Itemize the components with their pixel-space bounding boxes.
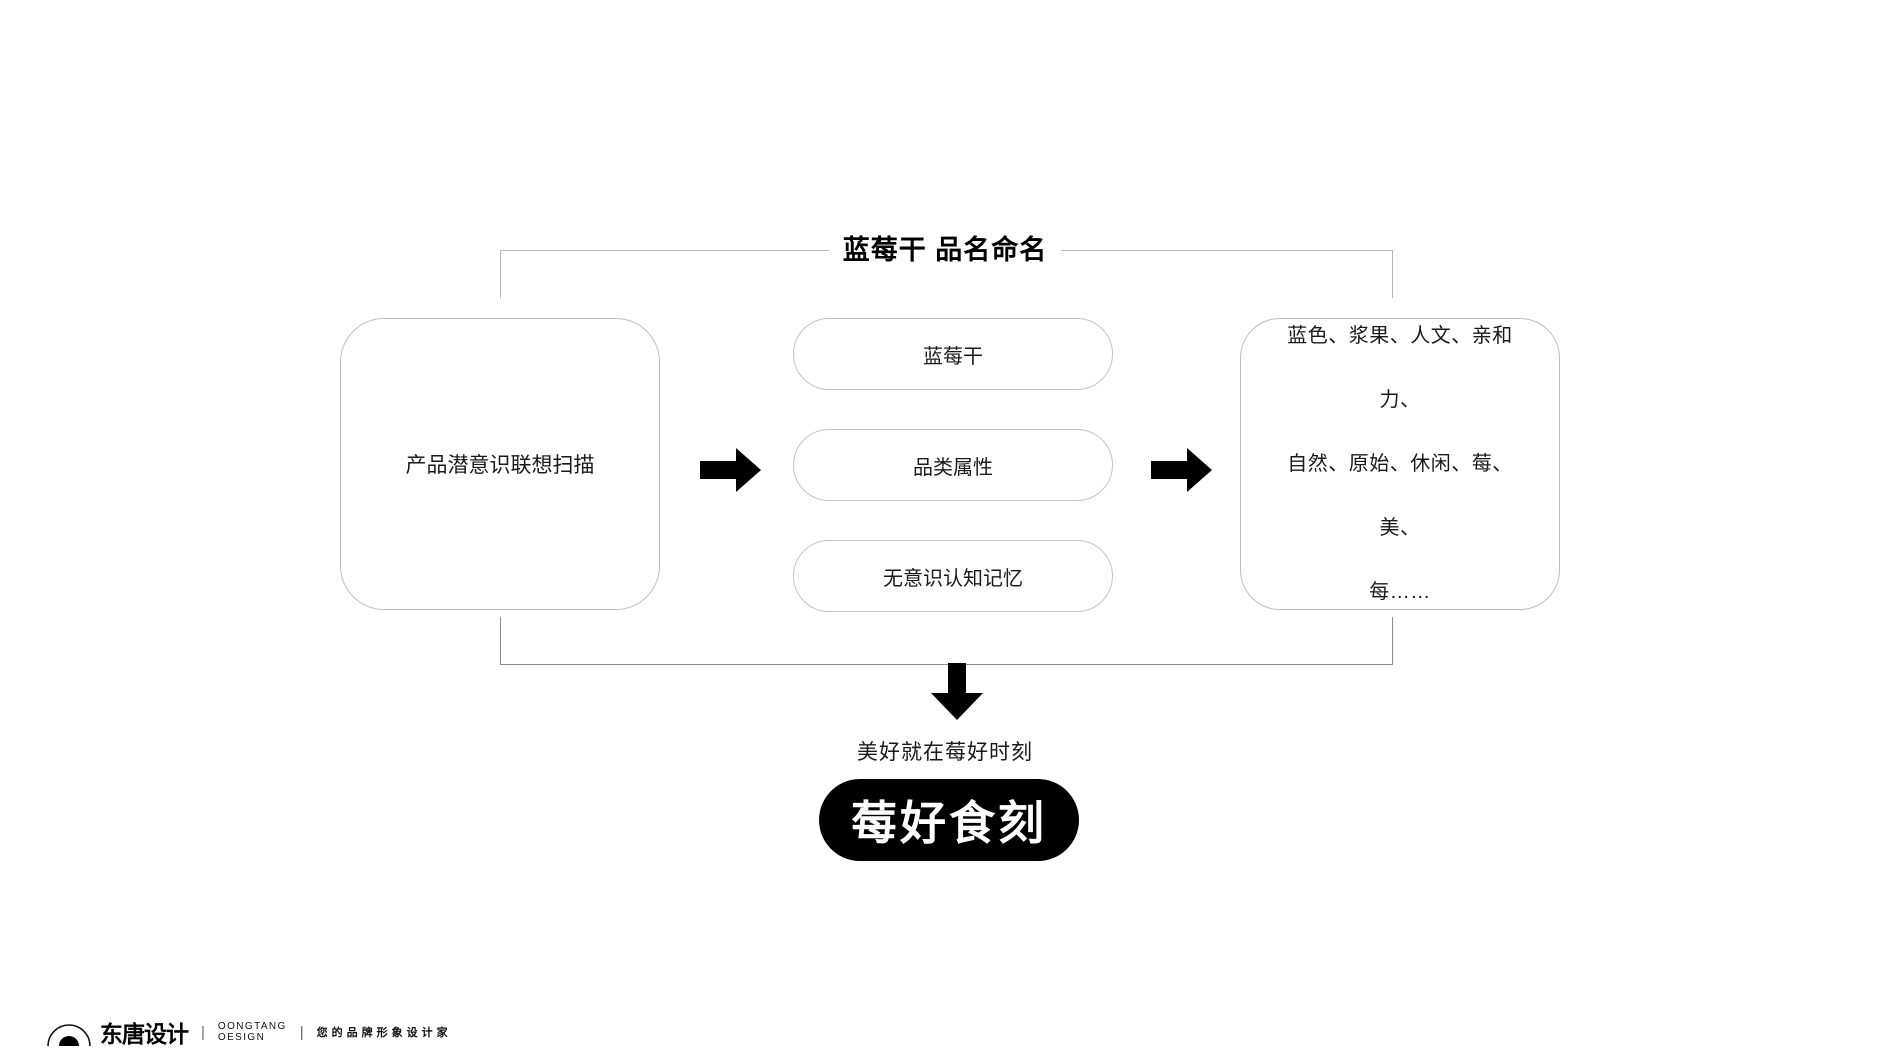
arrow-down-icon — [929, 663, 985, 721]
footer-company-en: OONGTANG OESIGN — [218, 1021, 287, 1043]
stage-2-pill-2-label: 无意识认知记忆 — [883, 567, 1023, 590]
stage-2-pill-2[interactable]: 无意识认知记忆 — [793, 540, 1113, 612]
page-title-text: 蓝莓干 品名命名 — [828, 228, 1062, 267]
dongtang-logo-icon — [46, 1012, 92, 1052]
footer-company-en-line-1: OONGTANG — [217, 1021, 287, 1032]
stage-3-line-1: 自然、原始、休闲、莓、美、 — [1287, 453, 1513, 539]
stage-2-pill-1[interactable]: 品类属性 — [793, 429, 1113, 501]
page-title: 蓝莓干 品名命名 — [0, 228, 1890, 267]
footer: 东唐设计 | OONGTANG OESIGN | 您的品牌形象设计家 — [46, 1010, 452, 1054]
stage-2-pill-0[interactable]: 蓝莓干 — [793, 318, 1113, 390]
stage-1-box[interactable]: 产品潜意识联想扫描 — [340, 318, 660, 610]
footer-company-en-line-2: OESIGN — [217, 1032, 266, 1043]
tagline: 美好就在莓好时刻 — [0, 736, 1890, 766]
footer-company-cn: 东唐设计 — [100, 1021, 189, 1047]
arrow-right-icon — [700, 446, 762, 494]
stage-1-label: 产品潜意识联想扫描 — [405, 454, 595, 477]
stage-3-line-2: 每…… — [1369, 581, 1431, 603]
brand-name-text: 莓好食刻 — [851, 797, 1047, 849]
stage-3-box[interactable]: 蓝色、浆果、人文、亲和力、 自然、原始、休闲、莓、美、 每…… — [1240, 318, 1560, 610]
brand-name-pill[interactable]: 莓好食刻 — [819, 779, 1079, 861]
stage-2-pill-0-label: 蓝莓干 — [923, 345, 983, 368]
footer-slogan: 您的品牌形象设计家 — [316, 1027, 452, 1039]
stage-3-line-0: 蓝色、浆果、人文、亲和力、 — [1287, 325, 1513, 411]
arrow-right-icon-2 — [1151, 446, 1213, 494]
footer-divider-1: | — [201, 1023, 205, 1041]
stage-2-pill-1-label: 品类属性 — [913, 456, 993, 479]
bottom-bracket — [500, 617, 1393, 665]
footer-divider-2: | — [299, 1023, 304, 1041]
tagline-text: 美好就在莓好时刻 — [857, 741, 1033, 764]
